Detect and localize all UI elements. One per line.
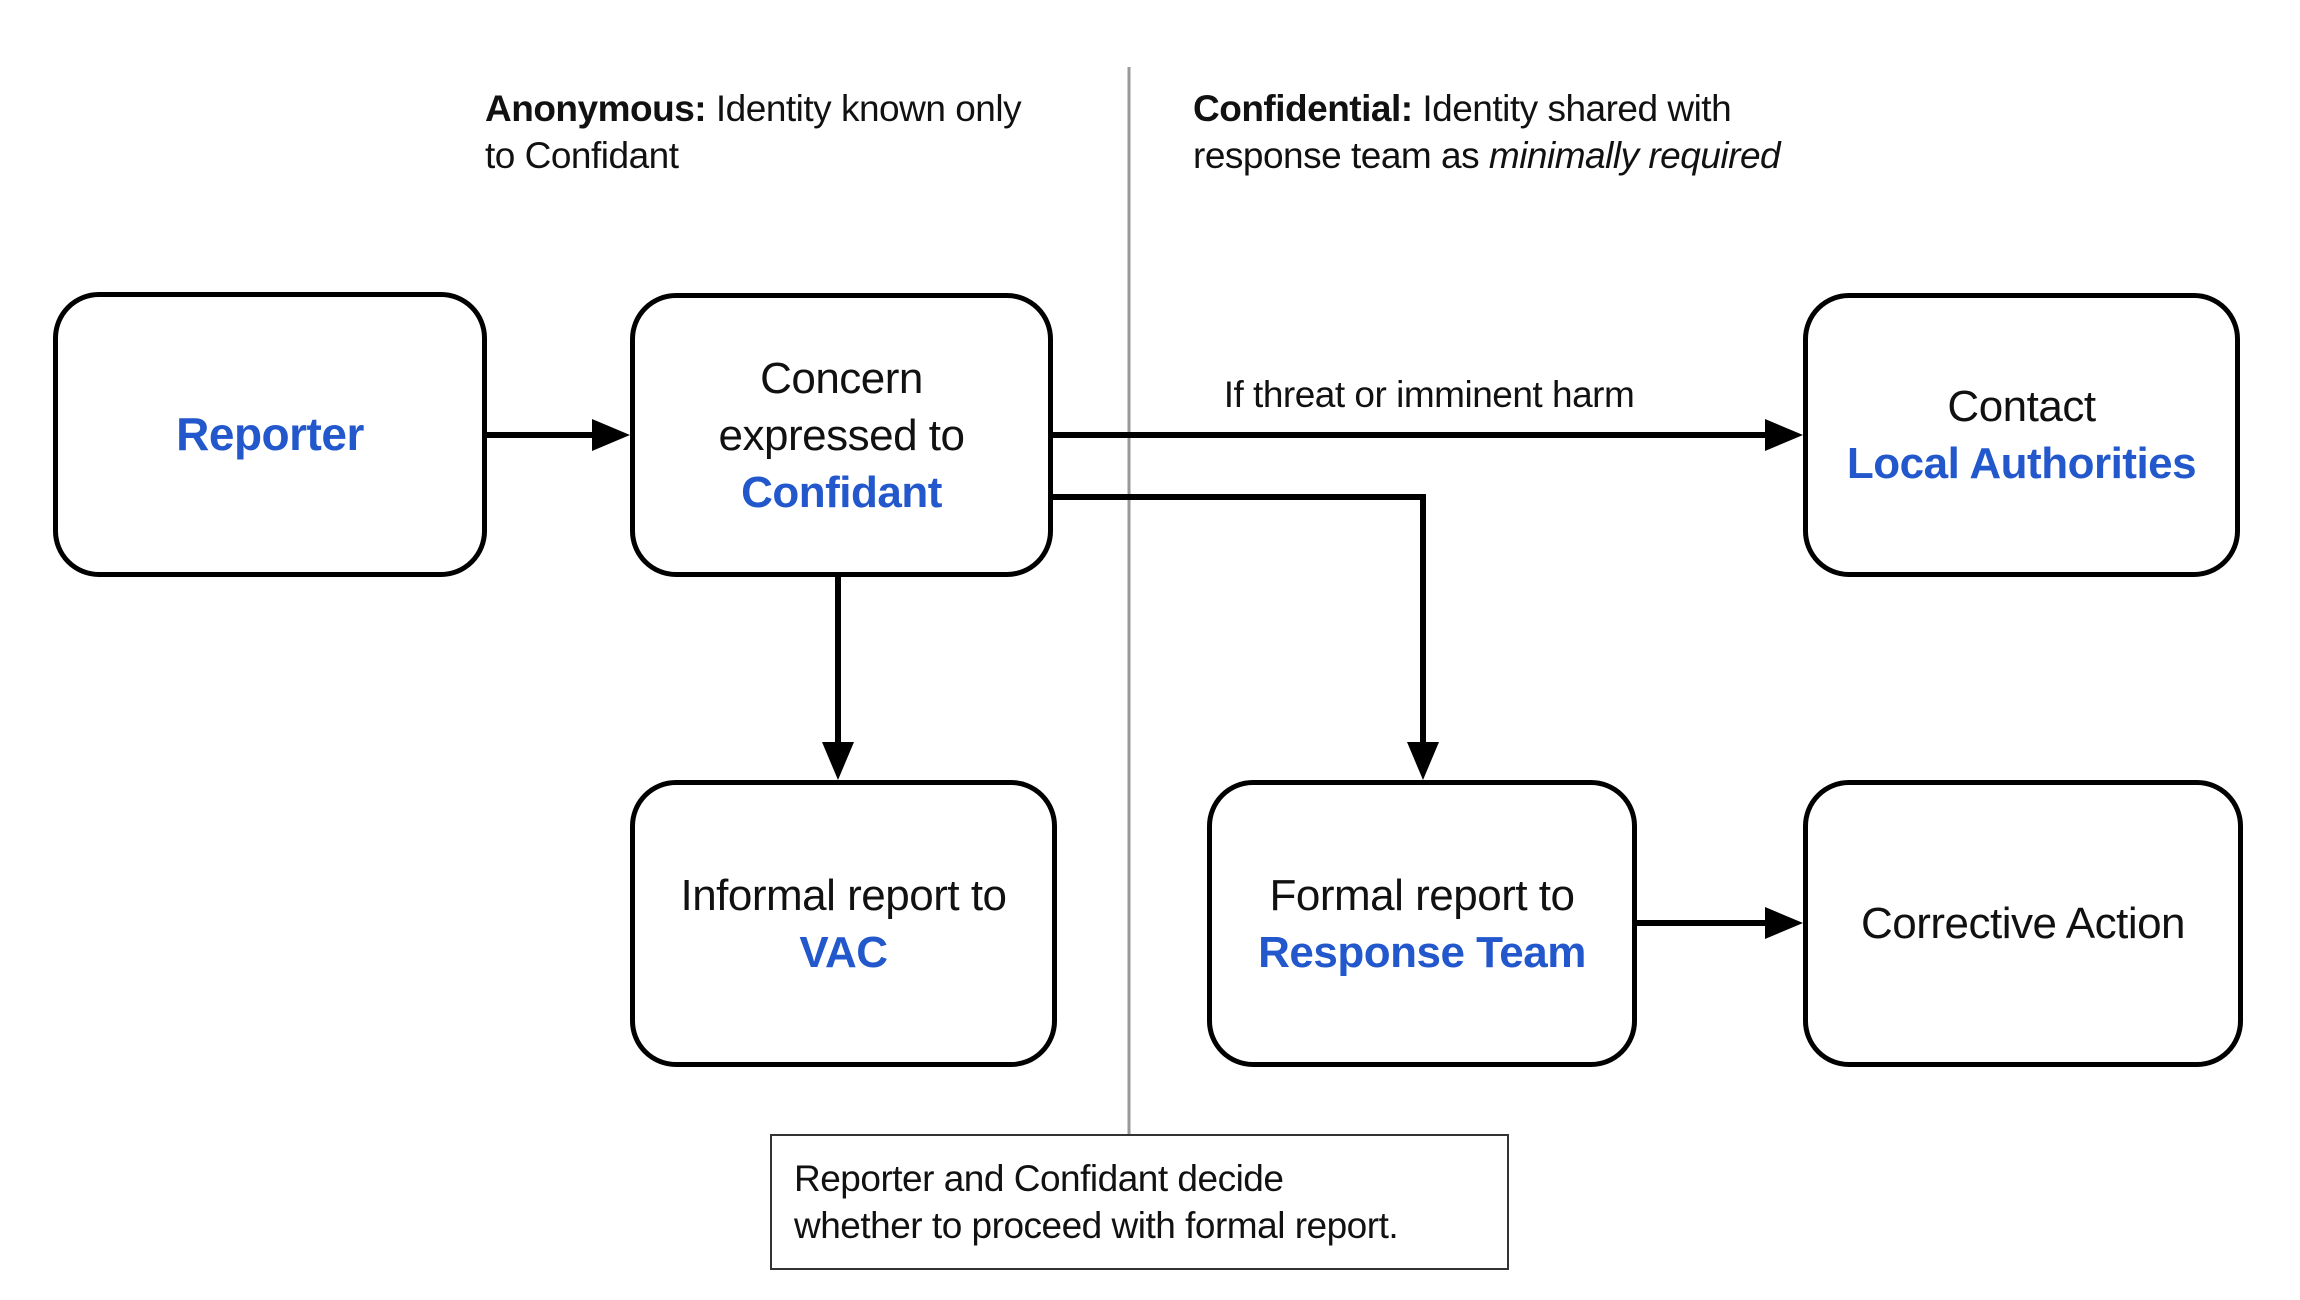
node-response-team-line1: Formal report to	[1269, 870, 1575, 920]
annotation-anonymous-term: Anonymous:	[485, 88, 707, 129]
node-concern: Concern expressed to Confidant	[630, 293, 1053, 577]
annotation-anonymous-line1: Anonymous: Identity known only	[485, 85, 1022, 132]
arrowhead-concern-to-response-team	[1407, 742, 1439, 780]
node-vac-line1: Informal report to	[680, 870, 1007, 920]
node-corrective-action: Corrective Action	[1803, 780, 2243, 1067]
note-line1: Reporter and Confidant decide	[794, 1158, 1284, 1199]
arrow-concern-to-response-team	[1053, 494, 1426, 742]
arrowhead-concern-to-vac	[822, 742, 854, 780]
annotation-anonymous: Anonymous: Identity known only to Confid…	[485, 85, 1022, 179]
annotation-confidential-line2-text: response team as	[1193, 135, 1489, 176]
annotation-confidential-text: Identity shared with	[1412, 88, 1732, 129]
arrowhead-concern-to-authorities	[1765, 419, 1803, 451]
node-concern-line2: expressed to	[718, 410, 965, 460]
note-line2: whether to proceed with formal report.	[794, 1205, 1399, 1246]
annotation-confidential-line2: response team as minimally required	[1193, 132, 1781, 179]
arrowhead-reporter-to-concern	[592, 419, 630, 451]
node-response-team-emphasis: Response Team	[1258, 927, 1586, 977]
annotation-confidential-line1: Confidential: Identity shared with	[1193, 85, 1780, 132]
arrowhead-response-team-to-corrective	[1765, 907, 1803, 939]
annotation-confidential: Confidential: Identity shared with respo…	[1193, 85, 1781, 179]
node-corrective-action-label: Corrective Action	[1860, 899, 2186, 948]
annotation-confidential-term: Confidential:	[1193, 88, 1413, 129]
node-vac-emphasis: VAC	[799, 927, 888, 977]
node-reporter-label: Reporter	[176, 408, 364, 460]
annotation-confidential-line2-italic: minimally required	[1488, 135, 1781, 176]
node-local-authorities-emphasis: Local Authorities	[1846, 439, 2197, 488]
node-concern-emphasis: Confidant	[741, 467, 942, 517]
annotation-anonymous-line2: to Confidant	[485, 135, 679, 176]
node-concern-line1: Concern	[760, 353, 923, 403]
note-box: Reporter and Confidant decide whether to…	[770, 1134, 1509, 1270]
node-local-authorities-line1: Contact	[1947, 382, 2096, 431]
node-local-authorities: Contact Local Authorities	[1803, 293, 2240, 577]
node-reporter: Reporter	[53, 292, 487, 577]
edge-label-threat: If threat or imminent harm	[1223, 374, 1635, 415]
node-vac: Informal report to VAC	[630, 780, 1057, 1067]
node-response-team: Formal report to Response Team	[1207, 780, 1637, 1067]
annotation-anonymous-text: Identity known only	[706, 88, 1022, 129]
